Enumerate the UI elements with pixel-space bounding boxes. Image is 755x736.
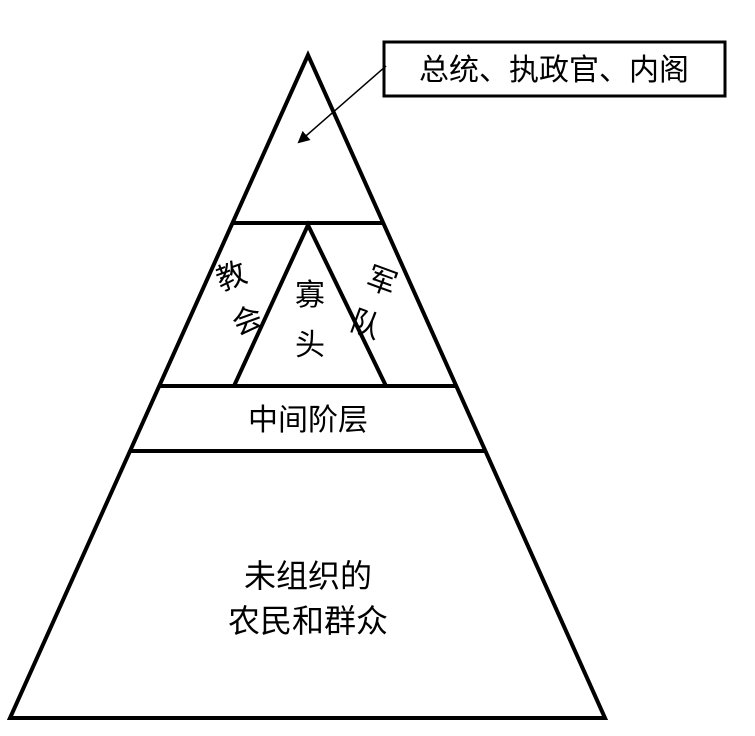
oligarchs-char-1: 寡: [295, 278, 325, 313]
callout-box: [382, 40, 727, 98]
oligarchs-char-2: 头: [295, 328, 325, 363]
callout-label: 总统、执政官、内阁: [419, 53, 689, 88]
oligarch-triangle: [232, 220, 388, 387]
base-label-line1: 未组织的: [244, 557, 372, 595]
callout-arrow: [297, 65, 387, 144]
middle-class-label: 中间阶层: [248, 403, 368, 438]
base-label-line2: 农民和群众: [228, 602, 388, 640]
